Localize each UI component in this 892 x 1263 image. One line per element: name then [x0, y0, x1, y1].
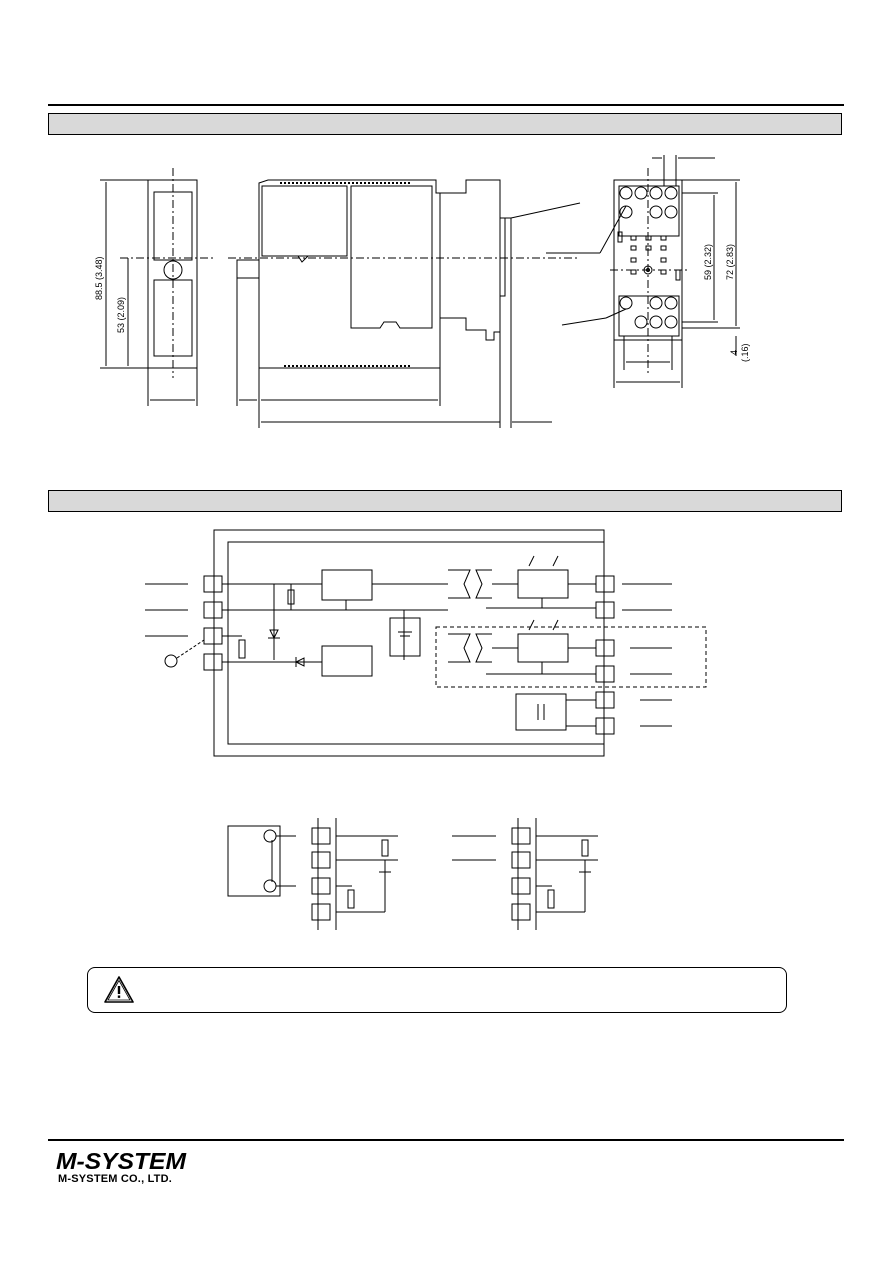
- footer-rule: [48, 1139, 844, 1141]
- company-name: M-SYSTEM CO., LTD.: [58, 1173, 173, 1185]
- side-view: [228, 179, 581, 428]
- front-view: [100, 168, 215, 406]
- company-logo: M-SYSTEM M-SYSTEM CO., LTD.: [56, 1150, 196, 1190]
- dim-socket-pitch: 59 (2.32): [703, 244, 713, 280]
- header-rule: [48, 104, 844, 106]
- dim-socket-height: 72 (2.83): [725, 244, 735, 280]
- section-bar-schematic: [48, 490, 842, 512]
- dim-socket-gap: 4: [729, 350, 739, 355]
- section-bar-dimensions: [48, 113, 842, 135]
- svg-text:M-SYSTEM: M-SYSTEM: [56, 1150, 187, 1172]
- connection-examples: [227, 818, 598, 930]
- dim-socket-gap-in: (.16): [740, 343, 750, 362]
- warning-triangle-icon: [104, 976, 134, 1003]
- msystem-wordmark: M-SYSTEM: [56, 1150, 187, 1172]
- warning-box: [87, 967, 787, 1013]
- dim-height-total: 88.5 (3.48): [94, 256, 104, 300]
- block-diagram: [145, 529, 707, 757]
- dim-height-center: 53 (2.09): [116, 297, 126, 333]
- socket-view: [546, 155, 740, 388]
